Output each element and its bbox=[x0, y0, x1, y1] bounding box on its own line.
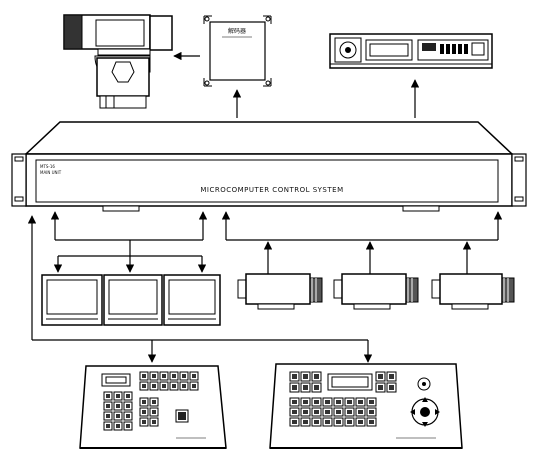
camera-2 bbox=[333, 273, 419, 310]
keypad-key-face bbox=[162, 384, 166, 388]
keypad-key-face bbox=[303, 374, 308, 379]
keypad-key-face bbox=[106, 424, 110, 428]
decoder-label: 解码器 bbox=[228, 27, 246, 35]
keypad-key-face bbox=[314, 410, 319, 414]
keypad-key-face bbox=[106, 414, 110, 418]
main-unit-small-text-1: MTS-16 bbox=[40, 164, 55, 169]
keypad-key-face bbox=[336, 410, 341, 414]
keypad-key-face bbox=[182, 374, 186, 378]
keypad-key-face bbox=[116, 404, 120, 408]
keypad-key-face bbox=[192, 374, 196, 378]
keypad-key-face bbox=[358, 410, 363, 414]
keyboard-connection-bus bbox=[27, 215, 373, 363]
keypad-key-face bbox=[314, 374, 319, 379]
keypad-key-face bbox=[116, 394, 120, 398]
keypad-key-face bbox=[378, 374, 383, 379]
ptz-pan-icon bbox=[111, 61, 135, 83]
keypad-key-face bbox=[303, 420, 308, 424]
keypad-key-face bbox=[336, 400, 341, 404]
keypad-key-face bbox=[325, 400, 330, 404]
keypad-key-face bbox=[292, 400, 297, 404]
keypad-key-face bbox=[192, 384, 196, 388]
keypad-key-face bbox=[172, 374, 176, 378]
keypad-key-face bbox=[347, 400, 352, 404]
keypad-key-face bbox=[369, 420, 374, 424]
main-unit-small-text-2: MAIN UNIT bbox=[40, 170, 62, 175]
keypad-key-face bbox=[358, 420, 363, 424]
keypad-key-face bbox=[336, 420, 341, 424]
monitor-2 bbox=[103, 274, 163, 326]
keypad-key-face bbox=[106, 394, 110, 398]
control-keyboard-2 bbox=[269, 363, 463, 449]
decoder-box: 解码器 bbox=[203, 15, 272, 87]
keypad-key-face bbox=[358, 400, 363, 404]
camera-3 bbox=[431, 273, 515, 310]
keypad-key-face bbox=[303, 410, 308, 414]
keypad-key-face bbox=[172, 384, 176, 388]
keypad-key-face bbox=[292, 374, 297, 379]
keypad-key-face bbox=[292, 385, 297, 390]
keypad-key-face bbox=[314, 400, 319, 404]
monitor-1 bbox=[41, 274, 103, 326]
keypad-key-face bbox=[116, 414, 120, 418]
monitor-connection-bus bbox=[50, 211, 208, 273]
keypad-key-face bbox=[126, 404, 130, 408]
keypad-key-face bbox=[347, 410, 352, 414]
ptz-camera bbox=[63, 14, 173, 109]
keypad-key-face bbox=[303, 385, 308, 390]
main-unit: MTS-16 MAIN UNIT MICROCOMPUTER CONTROL S… bbox=[11, 121, 527, 212]
keypad-key-face bbox=[325, 420, 330, 424]
keypad-key-face bbox=[142, 420, 146, 424]
camera-connection-bus bbox=[221, 211, 503, 274]
keypad-key-face bbox=[106, 404, 110, 408]
keypad-key-face bbox=[152, 410, 156, 414]
keypad-key-face bbox=[369, 400, 374, 404]
keypad-key-face bbox=[142, 410, 146, 414]
keypad-key-face bbox=[152, 400, 156, 404]
keypad-key-face bbox=[325, 410, 330, 414]
keypad-key-face bbox=[389, 374, 394, 379]
keypad-key-face bbox=[378, 385, 383, 390]
keypad-key-face bbox=[152, 420, 156, 424]
keypad-key-face bbox=[162, 374, 166, 378]
keypad-key-face bbox=[126, 394, 130, 398]
keypad-key-face bbox=[142, 400, 146, 404]
camera-1 bbox=[237, 273, 323, 310]
keypad-key-face bbox=[303, 400, 308, 404]
keypad-key-face bbox=[389, 385, 394, 390]
keypad-key-face bbox=[142, 374, 146, 378]
keypad-key-face bbox=[142, 384, 146, 388]
control-keyboard-1 bbox=[79, 365, 227, 449]
video-recorder bbox=[329, 33, 493, 69]
keypad-key-face bbox=[152, 384, 156, 388]
keypad-key-face bbox=[347, 420, 352, 424]
keypad-key-face bbox=[126, 414, 130, 418]
keypad-key-face bbox=[152, 374, 156, 378]
keypad-key-face bbox=[116, 424, 120, 428]
monitor-3 bbox=[163, 274, 221, 326]
keypad-key-face bbox=[126, 424, 130, 428]
keypad-key-face bbox=[314, 420, 319, 424]
keypad-key-face bbox=[182, 384, 186, 388]
keypad-key-face bbox=[369, 410, 374, 414]
main-unit-label: MICROCOMPUTER CONTROL SYSTEM bbox=[200, 186, 343, 194]
keypad-key-face bbox=[314, 385, 319, 390]
keypad-key-face bbox=[292, 410, 297, 414]
keypad-key-face bbox=[292, 420, 297, 424]
